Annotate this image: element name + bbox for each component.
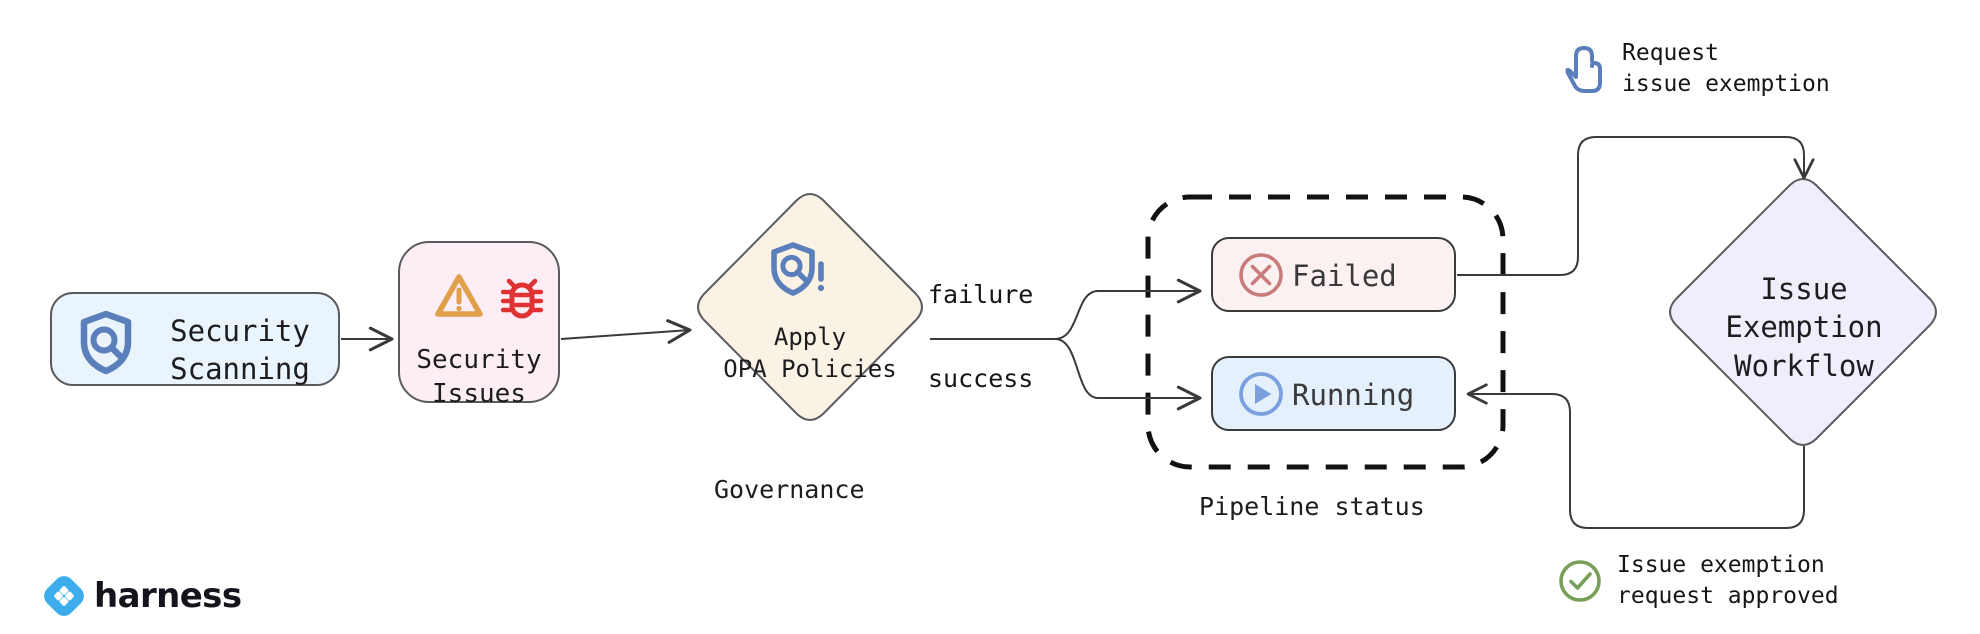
node-governance[interactable] bbox=[697, 193, 923, 421]
edge-exemption-to-running bbox=[1466, 383, 1805, 529]
annotation-approved-line2: request approved bbox=[1617, 582, 1839, 609]
warning-triangle-icon bbox=[435, 274, 483, 317]
hand-pointer-icon bbox=[1565, 45, 1602, 93]
x-circle-icon bbox=[1239, 253, 1283, 297]
shield-policy-icon bbox=[771, 242, 825, 296]
edge-label-failure: failure bbox=[928, 280, 1034, 309]
annotation-request-approved: Issue exemption request approved bbox=[1557, 550, 1839, 611]
annotation-request-exemption: Request issue exemption bbox=[1564, 38, 1830, 99]
annotation-request-line2: issue exemption bbox=[1622, 70, 1830, 97]
harness-brand: harness bbox=[44, 576, 242, 616]
edge-failure-to-failed bbox=[1054, 278, 1202, 340]
security-issues-box[interactable] bbox=[398, 241, 560, 403]
node-failed[interactable] bbox=[1211, 237, 1456, 312]
check-circle-icon bbox=[1559, 559, 1601, 602]
annotation-request-line1: Request bbox=[1622, 40, 1719, 66]
running-label: Running bbox=[1292, 378, 1415, 412]
edge-success-to-running bbox=[1054, 338, 1202, 411]
failed-label: Failed bbox=[1292, 259, 1397, 293]
bug-icon bbox=[500, 278, 544, 319]
play-circle-icon bbox=[1239, 372, 1283, 416]
node-running[interactable] bbox=[1211, 356, 1456, 431]
shield-search-icon bbox=[80, 310, 132, 375]
annotation-approved-text: Issue exemption request approved bbox=[1617, 550, 1839, 611]
node-security-issues[interactable] bbox=[398, 241, 560, 403]
exemption-workflow-diamond[interactable] bbox=[1669, 178, 1937, 446]
harness-logo-icon bbox=[44, 576, 84, 616]
pipeline-status-caption: Pipeline status bbox=[1199, 492, 1425, 521]
annotation-approved-line1: Issue exemption bbox=[1617, 552, 1825, 578]
governance-diamond[interactable] bbox=[697, 193, 923, 421]
annotation-request-text: Request issue exemption bbox=[1622, 38, 1830, 99]
node-security-scanning[interactable] bbox=[50, 292, 340, 386]
pipeline-status-group bbox=[1145, 194, 1506, 470]
governance-caption: Governance bbox=[714, 475, 865, 504]
edge-failed-to-exemption bbox=[1457, 136, 1815, 276]
harness-wordmark: harness bbox=[94, 576, 242, 616]
node-issue-exemption-workflow[interactable] bbox=[1669, 178, 1937, 446]
edge-issues-to-governance bbox=[560, 319, 692, 344]
edge-label-success: success bbox=[928, 364, 1034, 393]
